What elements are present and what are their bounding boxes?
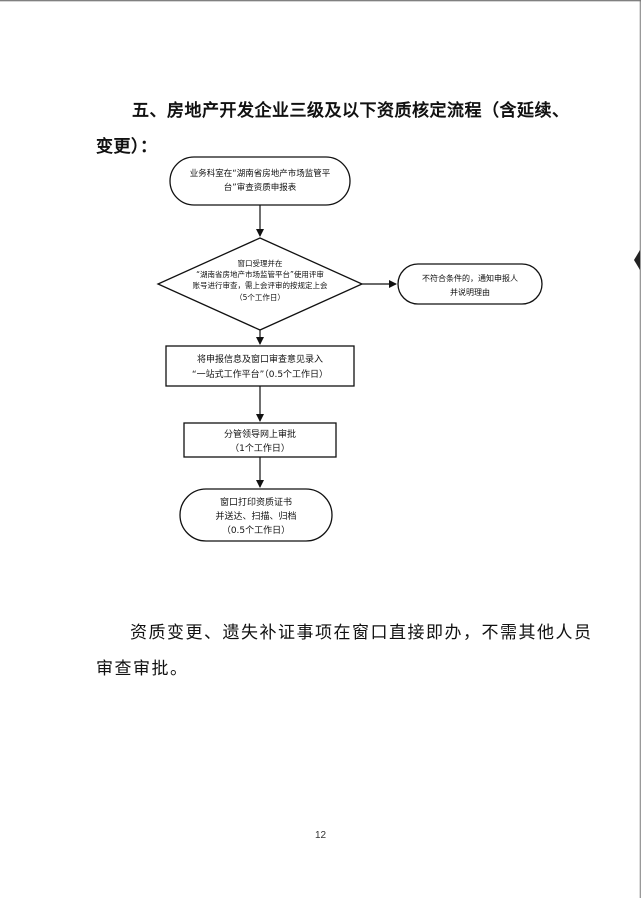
flow-decision-label-line-4: （5个工作日） (235, 292, 285, 302)
body-paragraph: 资质变更、遗失补证事项在窗口直接即办，不需其他人员 审查审批。 (96, 615, 593, 687)
page-number: 12 (314, 830, 327, 841)
flow-start-label-line-1: 业务科室在“湖南省房地产市场监管平 (190, 168, 331, 179)
flow-step-entry-label-line-1: 将申报信息及窗口审查意见录入 (197, 353, 323, 365)
flow-step-approve-label-line-1: 分管领导网上审批 (224, 428, 296, 440)
flow-decision-label-line-2: “湖南省房地产市场监管平台”使用评审 (196, 269, 324, 279)
scan-artifact-mark (634, 250, 640, 270)
flow-start-shape (169, 156, 351, 206)
flow-end-label-line-3: （0.5个工作日） (222, 524, 290, 536)
flow-step-entry-shape (165, 345, 355, 387)
flow-step-entry: 将申报信息及窗口审查意见录入 “一站式工作平台”（0.5个工作日） (165, 345, 355, 387)
flow-end-shape (179, 488, 333, 542)
flow-decision: 窗口受理并在 “湖南省房地产市场监管平台”使用评审 账号进行审查，需上会评审的按… (156, 237, 364, 331)
flow-end-terminal: 窗口打印资质证书 并送达、扫描、归档 （0.5个工作日） (179, 488, 333, 542)
section-heading-line-1: 五、房地产开发企业三级及以下资质核定流程（含延续、 (132, 101, 570, 121)
flow-step-entry-label-line-2: “一站式工作平台”（0.5个工作日） (192, 368, 328, 380)
body-paragraph-line-2: 审查审批。 (96, 659, 189, 679)
flow-reject-label-line-1: 不符合条件的，通知申报人 (422, 273, 518, 283)
flow-reject-terminal: 不符合条件的，通知申报人 并说明理由 (397, 263, 543, 305)
scan-edge-right (639, 0, 641, 898)
flow-start-terminal: 业务科室在“湖南省房地产市场监管平 台”审查资质申报表 (169, 156, 351, 206)
flow-step-approve: 分管领导网上审批 （1个工作日） (183, 422, 337, 458)
section-heading-line-2: 变更）： (96, 137, 158, 157)
section-heading: 五、房地产开发企业三级及以下资质核定流程（含延续、 变更）： (96, 93, 570, 165)
flow-end-label-line-1: 窗口打印资质证书 (220, 496, 292, 508)
flow-start-label-line-2: 台”审查资质申报表 (224, 182, 297, 193)
flow-reject-shape (397, 263, 543, 305)
flow-step-approve-label-line-2: （1个工作日） (230, 442, 290, 454)
scan-edge-top (0, 0, 641, 2)
flow-step-approve-shape (183, 422, 337, 458)
body-paragraph-line-1: 资质变更、遗失补证事项在窗口直接即办，不需其他人员 (130, 623, 593, 643)
flow-decision-label-line-1: 窗口受理并在 (238, 258, 283, 268)
flow-end-label-line-2: 并送达、扫描、归档 (215, 510, 296, 522)
flow-decision-label-line-3: 账号进行审查，需上会评审的按规定上会 (193, 280, 328, 290)
flow-reject-label-line-2: 并说明理由 (450, 287, 490, 297)
